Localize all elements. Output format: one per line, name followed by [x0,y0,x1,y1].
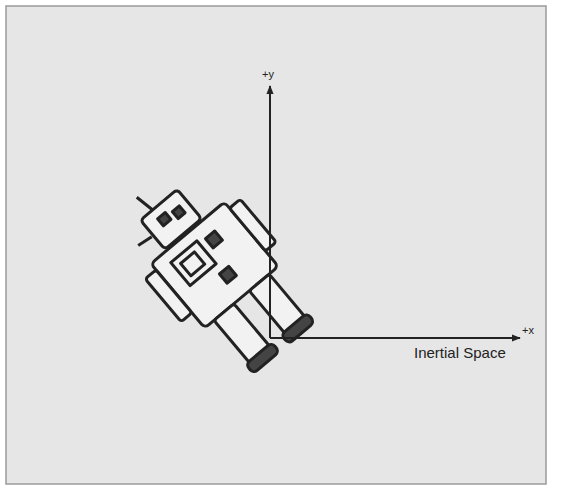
frame-label: Inertial Space [414,345,506,362]
panel-frame [6,6,546,484]
axis-label: +x [522,324,534,336]
x-axis [270,337,520,339]
axis-label: +y [262,68,274,80]
y-axis [269,86,271,338]
robot-figure [102,147,332,388]
